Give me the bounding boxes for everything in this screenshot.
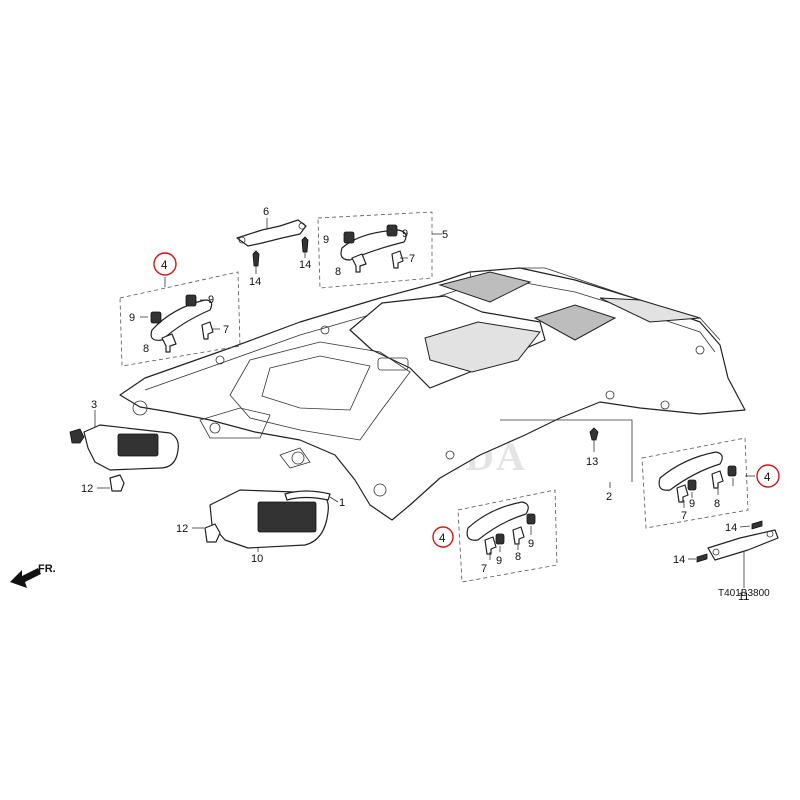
- callout-1: 1: [339, 497, 345, 509]
- highlight-circle-right: [756, 464, 780, 488]
- callout-9-center-b: 9: [528, 538, 534, 550]
- callout-10: 10: [251, 553, 263, 565]
- callout-4-left: 4: [161, 260, 168, 272]
- callout-12-b: 12: [176, 523, 188, 535]
- callout-6: 6: [263, 206, 269, 218]
- callout-9-top-a: 9: [323, 234, 329, 246]
- callout-3: 3: [91, 399, 97, 411]
- callout-9-left-b: 9: [208, 294, 214, 306]
- drawing-code: T401B3800: [718, 588, 770, 599]
- front-direction-arrow-icon: [10, 568, 41, 588]
- grab-handle-group-right: [641, 437, 755, 529]
- roof-bracket: [236, 218, 309, 274]
- callout-5: 5: [442, 229, 448, 241]
- callout-7-center: 7: [481, 563, 487, 575]
- callout-9-top-b: 9: [402, 228, 408, 240]
- grab-handle-group-left: [119, 271, 241, 367]
- callout-9-left-a: 9: [129, 312, 135, 324]
- callout-13: 13: [586, 456, 598, 468]
- callout-12-a: 12: [81, 483, 93, 495]
- highlight-circle-center: [432, 526, 454, 548]
- callout-9-right: 9: [689, 498, 695, 510]
- callout-8-left: 8: [143, 343, 149, 355]
- highlight-circle-left: [153, 252, 177, 276]
- callout-4-right: 4: [764, 472, 771, 484]
- callout-7-right: 7: [681, 510, 687, 522]
- callout-7-top: 7: [409, 253, 415, 265]
- rear-bracket: [688, 520, 779, 588]
- callout-14-c: 14: [725, 522, 737, 534]
- grab-handle-group-center: [457, 489, 558, 583]
- sun-visor-right: [69, 410, 179, 492]
- grab-handle-group-top: [317, 211, 442, 289]
- callout-2: 2: [606, 491, 612, 503]
- sun-visor-left: [192, 489, 339, 552]
- headliner: [119, 267, 746, 521]
- headliner-clip: [500, 419, 633, 488]
- callout-14-b: 14: [299, 259, 311, 271]
- callout-14-a: 14: [249, 276, 261, 288]
- callout-4-center: 4: [439, 533, 446, 545]
- callout-7-left: 7: [223, 324, 229, 336]
- callout-9-center-a: 9: [496, 555, 502, 567]
- callout-8-right: 8: [714, 498, 720, 510]
- callout-8-top: 8: [335, 266, 341, 278]
- callout-8-center: 8: [515, 551, 521, 563]
- direction-label: FR.: [38, 563, 56, 575]
- callout-14-d: 14: [673, 554, 685, 566]
- callout-11: 11: [738, 591, 749, 603]
